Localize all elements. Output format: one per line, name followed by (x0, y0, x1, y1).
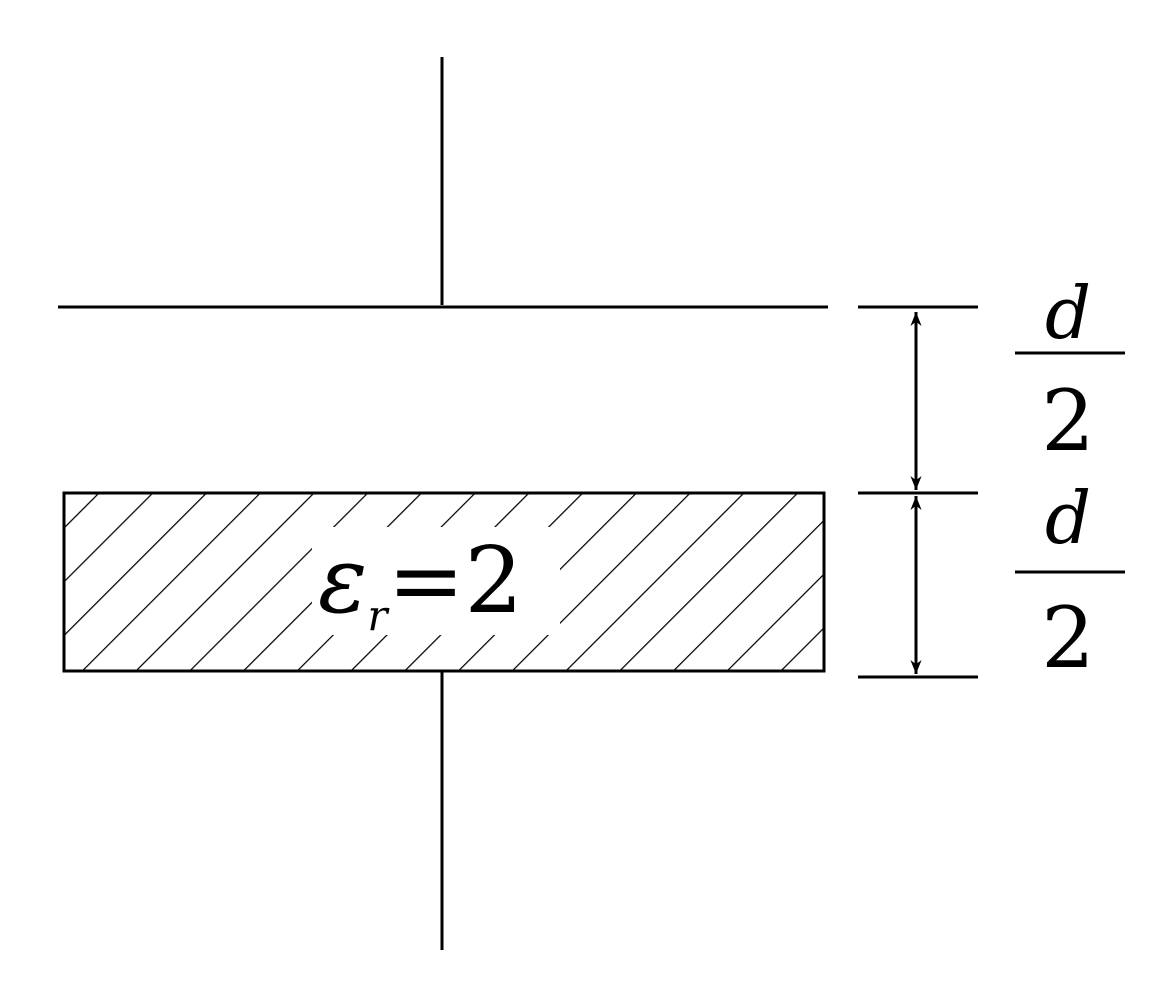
dielectric-label: εr=2 (318, 527, 523, 640)
upper-gap-denominator: 2 (1041, 372, 1094, 470)
upper-gap-numerator: d (1045, 271, 1091, 355)
lower-gap-denominator: 2 (1041, 589, 1094, 687)
dielectric-label-background (312, 527, 560, 635)
lower-gap-numerator: d (1045, 476, 1091, 560)
